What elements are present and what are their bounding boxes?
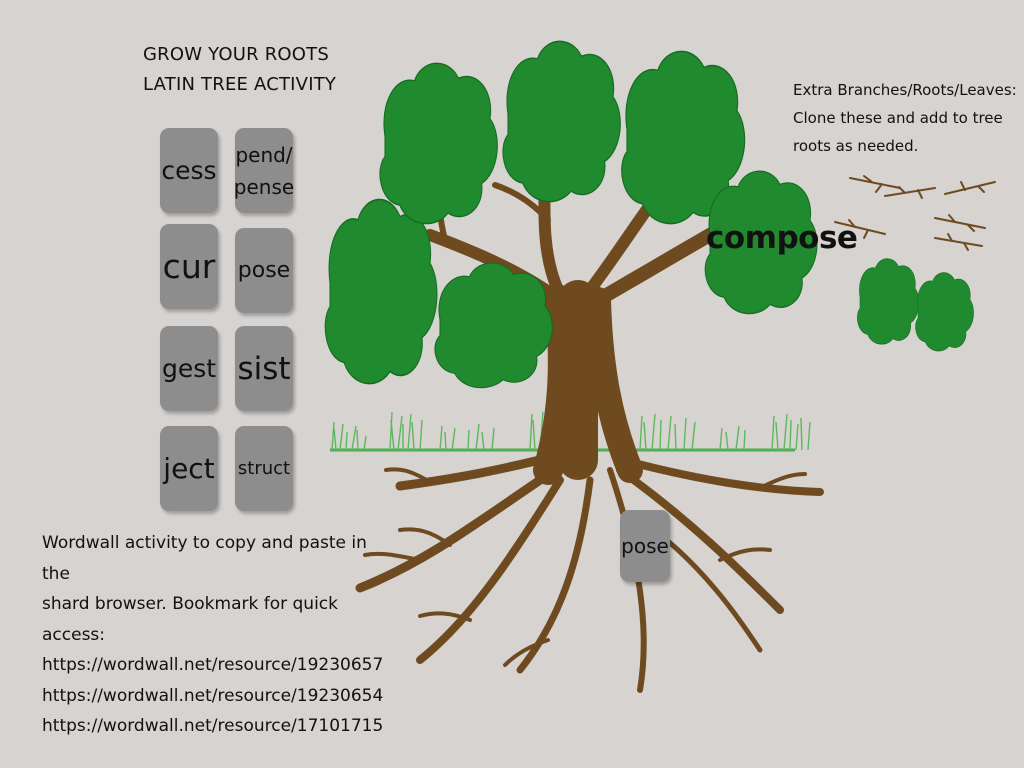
tile-ject[interactable]: ject: [160, 426, 218, 511]
wordwall-link-3[interactable]: https://wordwall.net/resource/17101715: [42, 716, 384, 736]
tile-cess[interactable]: cess: [160, 128, 218, 213]
tile-cur[interactable]: cur: [160, 224, 218, 309]
activity-title: GROW YOUR ROOTS LATIN TREE ACTIVITY: [143, 40, 336, 100]
wordwall-line-1: Wordwall activity to copy and paste in t…: [42, 533, 367, 584]
placed-tile-pose[interactable]: pose: [620, 510, 670, 582]
tile-struct[interactable]: struct: [235, 426, 293, 511]
extra-branches: [834, 175, 996, 251]
tile-label: gest: [161, 354, 217, 383]
tree-roots: [355, 450, 824, 693]
extra-leaves: [856, 258, 974, 352]
wordwall-link-1[interactable]: https://wordwall.net/resource/19230657: [42, 655, 384, 675]
tile-pose[interactable]: pose: [235, 228, 293, 313]
tile-label: struct: [237, 458, 291, 479]
wordwall-line-2: shard browser. Bookmark for quick: [42, 594, 338, 614]
extras-instructions: Extra Branches/Roots/Leaves: Clone these…: [793, 76, 1018, 160]
tile-sist[interactable]: sist: [235, 326, 293, 411]
tile-label: sist: [237, 350, 291, 387]
tile-label: ject: [163, 452, 215, 485]
wordwall-instructions: Wordwall activity to copy and paste in t…: [42, 528, 384, 742]
tile-label: cess: [161, 156, 217, 185]
title-line-1: GROW YOUR ROOTS: [143, 44, 329, 65]
tile-gest[interactable]: gest: [160, 326, 218, 411]
tile-label: pend/: [235, 142, 293, 167]
wordwall-line-3: access:: [42, 624, 106, 645]
tile-label: pense: [233, 174, 295, 199]
wordwall-link-2[interactable]: https://wordwall.net/resource/19230654: [42, 685, 384, 706]
tile-pend-pense[interactable]: pend/ pense: [233, 128, 295, 213]
extras-line-3: roots as needed.: [793, 137, 919, 155]
tile-label: pose: [621, 534, 669, 558]
tree-word[interactable]: compose: [706, 220, 858, 256]
extras-line-2: Clone these and add to tree: [793, 109, 1003, 127]
tile-label: cur: [162, 247, 216, 286]
tile-label: pose: [237, 258, 291, 283]
extras-line-1: Extra Branches/Roots/Leaves:: [793, 81, 1017, 99]
title-line-2: LATIN TREE ACTIVITY: [143, 74, 337, 95]
